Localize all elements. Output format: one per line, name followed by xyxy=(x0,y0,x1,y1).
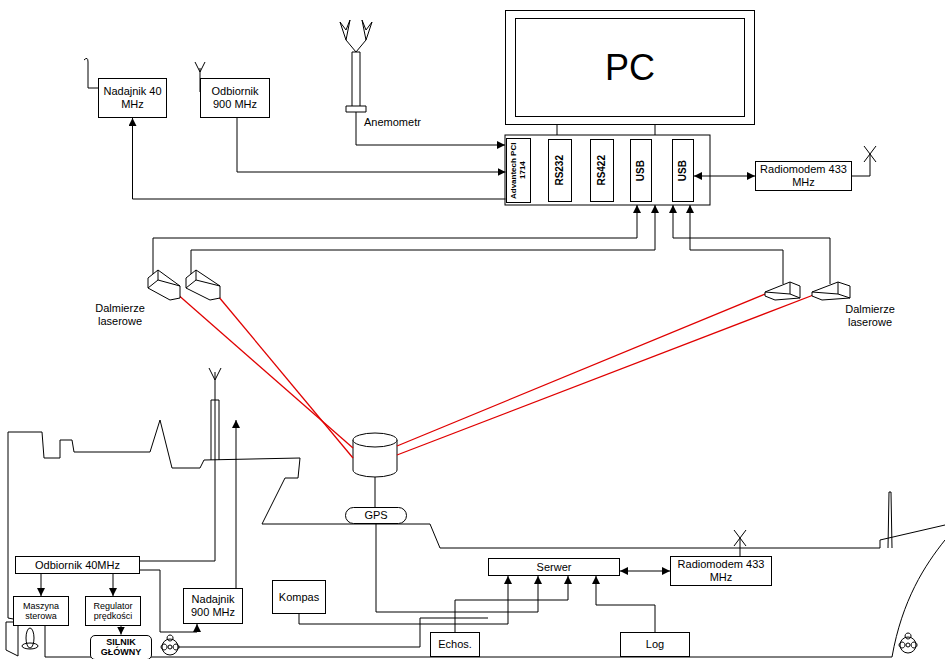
io-card-slot: Advantech PCI 1714 xyxy=(506,138,531,203)
device-label: Dalmierze laserowe xyxy=(828,303,912,329)
radiomodem-box: Radiomodem 433 MHz xyxy=(670,556,772,586)
stern-propeller xyxy=(22,628,38,649)
node-text: GPS xyxy=(364,509,387,522)
gps-box: GPS xyxy=(345,507,407,524)
serial-port-slot: RS422 xyxy=(590,139,614,202)
ship-bow xyxy=(892,540,945,657)
bow-thruster-symbol xyxy=(899,633,917,653)
transmitter-box: Nadajnik 40 MHz xyxy=(98,78,167,118)
usb-port-slot: USB xyxy=(630,139,652,202)
node-text: Radiomodem 433 MHz xyxy=(671,558,771,583)
node-text: Echos. xyxy=(438,638,472,651)
node-text: Odbiornik 40MHz xyxy=(35,559,120,572)
signal-connector xyxy=(596,576,655,632)
node-text: RS232 xyxy=(554,155,566,186)
monitor-stand xyxy=(557,125,655,135)
antenna-433mhz-top xyxy=(850,146,876,176)
device-label: Dalmierze laserowe xyxy=(78,302,162,328)
node-text: Advantech PCI 1714 xyxy=(509,139,527,202)
radiomodem-box: Radiomodem 433 MHz xyxy=(755,161,852,191)
signal-connector xyxy=(133,118,506,199)
receiver-box: Odbiornik 900 MHz xyxy=(200,78,270,118)
sensor-label: Anemometr xyxy=(362,116,423,129)
compass-box: Kompas xyxy=(272,580,326,614)
node-text: Maszyna sterowa xyxy=(14,601,68,622)
interface-enclosure xyxy=(505,135,710,205)
signal-connector xyxy=(620,571,670,572)
rangefinder-cable xyxy=(153,205,830,284)
main-engine: SILNIK GŁÓWNY xyxy=(90,635,152,659)
node-text: Odbiornik 900 MHz xyxy=(201,85,269,110)
node-text: Radiomodem 433 MHz xyxy=(756,163,851,188)
server-box: Serwer xyxy=(488,558,620,576)
antenna-433mhz-ship xyxy=(734,530,746,557)
usb-port-slot: USB xyxy=(672,139,694,202)
speed-controller-box: Regulator prędkości xyxy=(85,596,141,626)
laser-rangefinder xyxy=(148,270,850,300)
signal-connector xyxy=(113,574,114,596)
signal-connector xyxy=(455,576,568,632)
transmitter-box: Nadajnik 900 MHz xyxy=(183,588,243,624)
pc-monitor: PC xyxy=(505,10,755,125)
signal-connector xyxy=(41,574,42,596)
node-text: Log xyxy=(646,638,664,651)
node-text: RS422 xyxy=(596,155,608,186)
node-text: Nadajnik 40 MHz xyxy=(99,85,166,110)
node-text: Kompas xyxy=(279,591,319,604)
receiver-box: Odbiornik 40MHz xyxy=(15,556,140,574)
laser-beam xyxy=(176,292,816,458)
node-text: Serwer xyxy=(537,561,572,574)
anemometer-symbol xyxy=(340,20,505,145)
serial-port-slot: RS232 xyxy=(548,139,572,202)
node-text: USB xyxy=(677,160,689,181)
node-text: SILNIK GŁÓWNY xyxy=(91,637,151,658)
node-text: Nadajnik 900 MHz xyxy=(184,593,242,618)
antenna-900mhz xyxy=(236,420,237,588)
monitor-screen: PC xyxy=(515,18,745,117)
signal-connector xyxy=(121,626,122,635)
log-box: Log xyxy=(620,632,690,657)
rudder xyxy=(6,622,18,656)
antenna-mast xyxy=(211,400,219,460)
node-text: Regulator prędkości xyxy=(86,601,140,622)
echosounder-box: Echos. xyxy=(430,632,480,657)
signal-connector xyxy=(694,176,755,177)
steering-gear-box: Maszyna sterowa xyxy=(13,596,69,626)
node-text: USB xyxy=(635,160,647,181)
gps-antenna-dome xyxy=(353,433,397,508)
foremast xyxy=(888,492,892,548)
antenna-40mhz xyxy=(209,368,221,460)
node-text: PC xyxy=(605,47,655,88)
antenna-wire xyxy=(140,460,215,561)
ship-hull xyxy=(8,420,945,548)
propeller-symbol xyxy=(161,635,179,655)
